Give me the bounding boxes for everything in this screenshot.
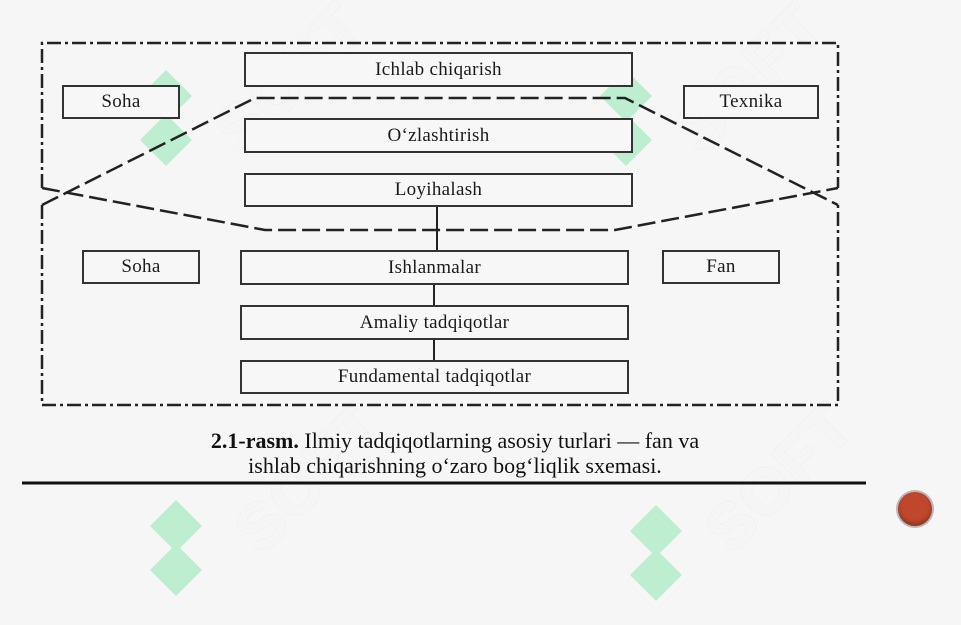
upper-frame — [40, 41, 840, 188]
next-slide-button[interactable] — [898, 492, 932, 526]
box-fundamental — [240, 360, 629, 394]
upper-crossing-boundary — [41, 96, 839, 207]
lower-frame — [40, 205, 840, 407]
box-ozlashtirish — [244, 118, 633, 153]
figure-caption-line2: ishlab chiqarishning o‘zaro bog‘liqlik s… — [248, 453, 662, 478]
caption-label: 2.1-rasm. — [210, 428, 299, 453]
box-soha-bottom — [82, 250, 200, 284]
box-amaliy — [240, 305, 629, 340]
box-loyihalash — [244, 173, 633, 207]
box-fan — [662, 250, 780, 284]
lower-crossing-boundary — [41, 186, 839, 232]
box-texnika — [683, 85, 819, 119]
caption-line1: Ilmiy tadqiqotlarning asosiy turlari — f… — [304, 428, 700, 453]
diagram-lines — [22, 41, 866, 485]
slide: SOFT SOFT SOFT SOFT — [22, 0, 932, 601]
box-ishlanmalar — [240, 250, 629, 285]
box-soha-top — [62, 85, 180, 119]
box-ichlab-chiqarish — [244, 52, 633, 87]
figure-caption: 2.1-rasm. Ilmiy tadqiqotlarning asosiy t… — [60, 428, 850, 453]
